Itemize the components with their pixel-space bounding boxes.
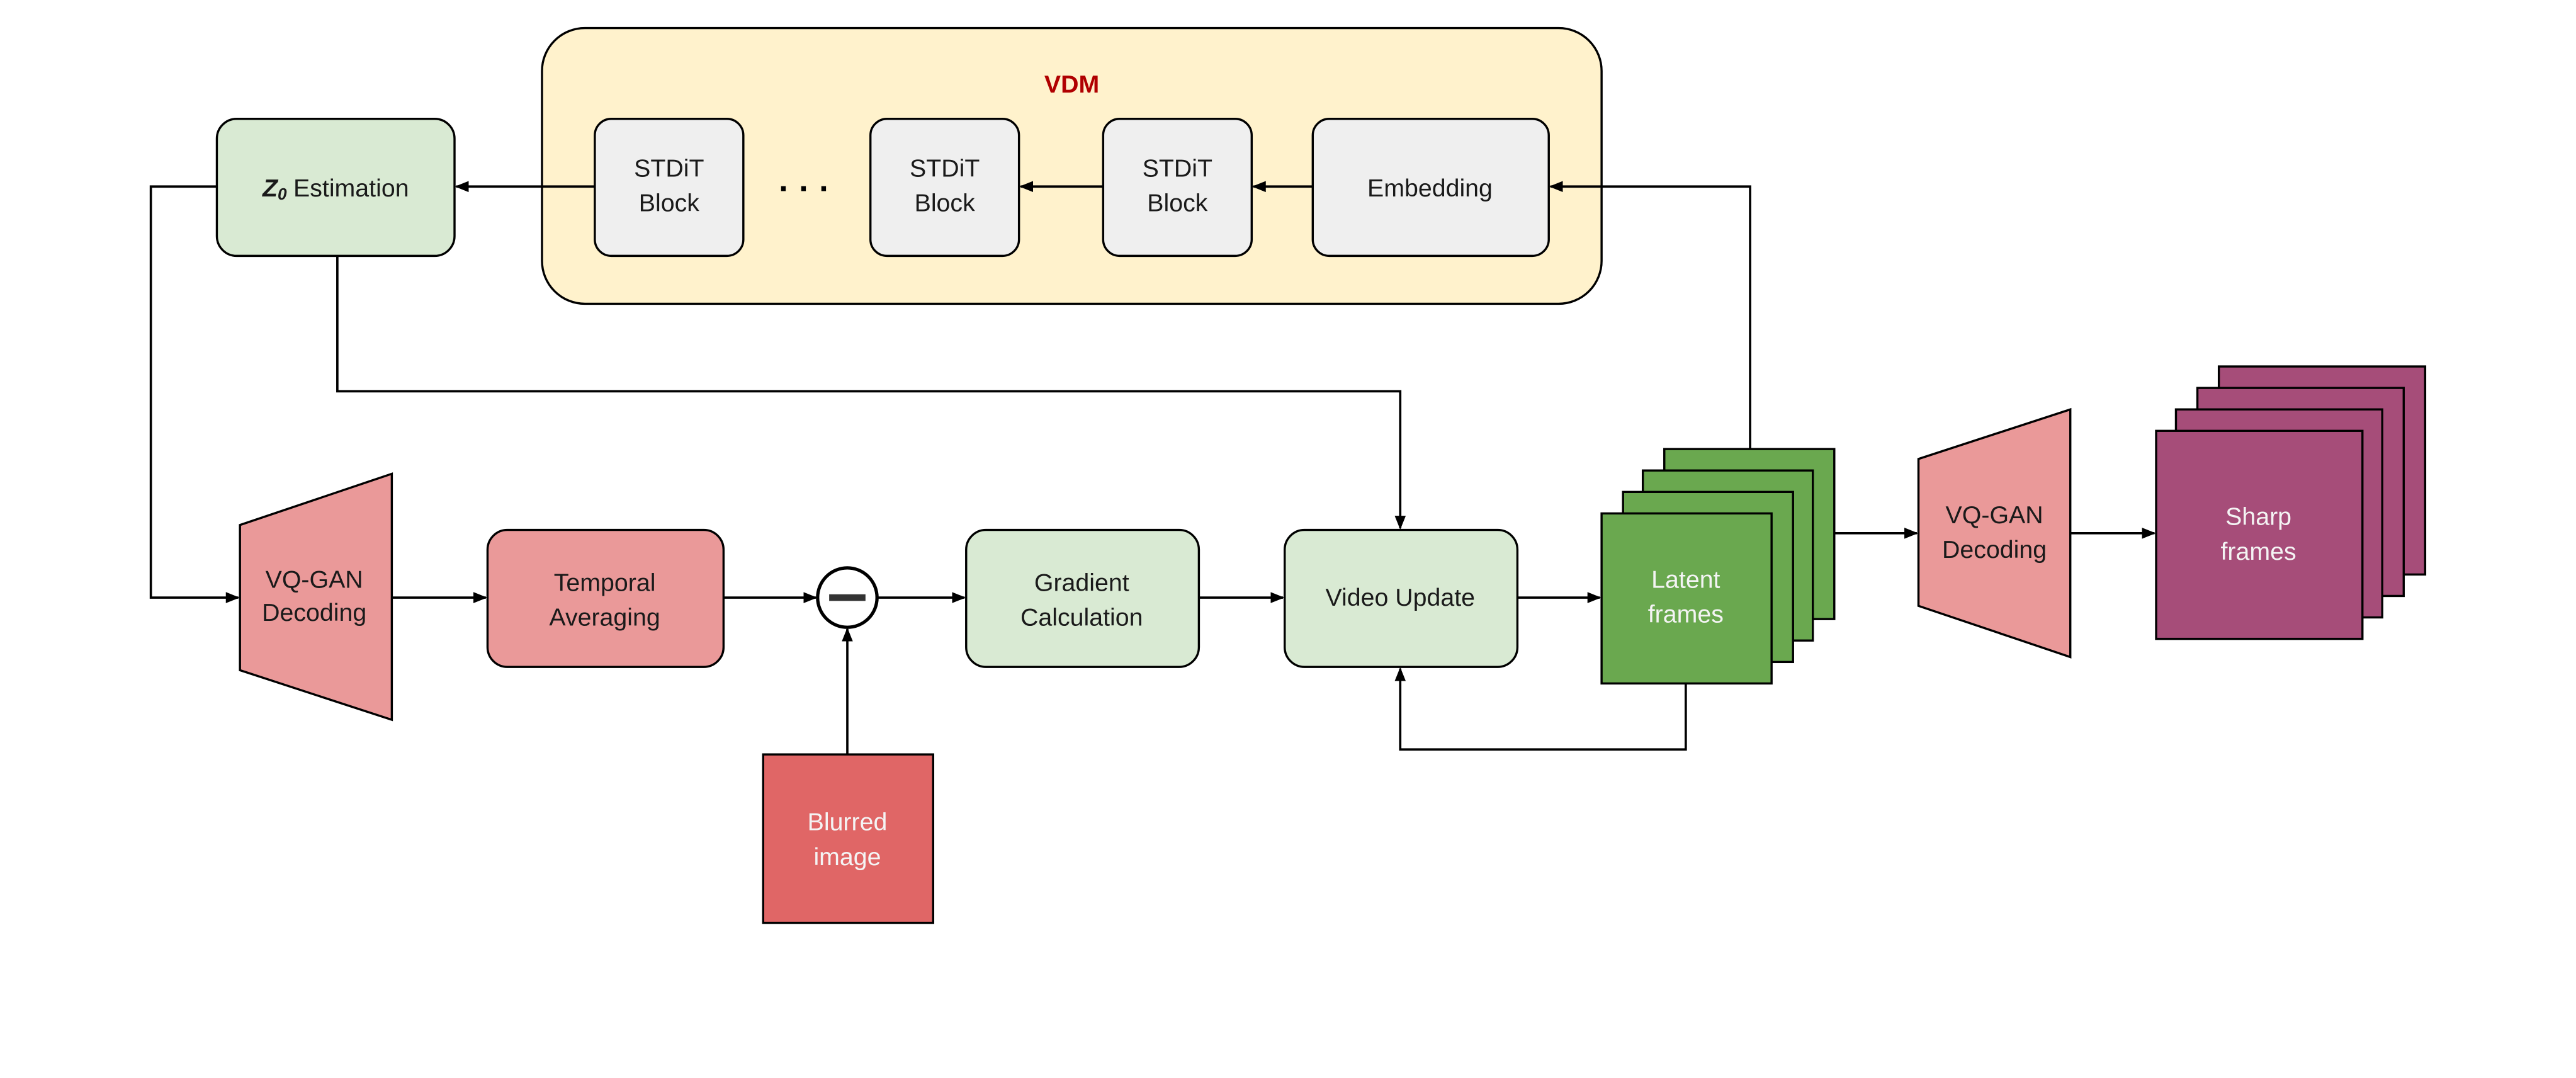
video-update-block[interactable]: Video Update (1284, 528, 1519, 668)
vqgan-left-line2: Decoding (262, 599, 366, 627)
edge-z0-to-video-update (336, 256, 1406, 530)
vqgan-left-line1: VQ-GAN (266, 565, 363, 593)
subtract-node (816, 566, 879, 629)
vqgan-right-line2: Decoding (1942, 536, 2047, 564)
vqgan-decoding-left[interactable]: VQ-GAN Decoding (239, 472, 393, 722)
sharp-frames-stack[interactable]: Sharp frames (2155, 365, 2427, 640)
ellipsis: · · · (779, 171, 830, 207)
edge-z0-to-vqgan-left (149, 185, 240, 603)
latent-frames-stack[interactable]: Latent frames (1600, 448, 1836, 685)
temporal-line1: Temporal (554, 569, 656, 597)
z0-label: Estimation (293, 174, 409, 202)
stdit-block-1-line2: Block (639, 190, 699, 217)
temporal-line2: Averaging (549, 604, 660, 632)
latent-line1: Latent (1651, 565, 1720, 593)
gradient-line1: Gradient (1034, 569, 1129, 597)
edge-latent-to-video-update-loop (1394, 667, 1687, 751)
vqgan-right-line1: VQ-GAN (1946, 501, 2043, 529)
sharp-line1: Sharp (2225, 503, 2291, 531)
z0-subscript: 0 (278, 184, 287, 203)
stdit-block-2[interactable]: STDiT Block (869, 118, 1020, 258)
sharp-frame-1 (2155, 429, 2364, 640)
sharp-line2: frames (2221, 538, 2296, 565)
stdit-block-1-line1: STDiT (634, 155, 704, 183)
vdm-title: VDM (1044, 71, 1099, 98)
edge-latent-to-embedding (1549, 181, 1751, 450)
stdit-block-2-line2: Block (915, 190, 975, 217)
latent-frame-1 (1600, 512, 1773, 685)
stdit-block-1[interactable]: STDiT Block (594, 118, 745, 258)
stdit-block-2-line1: STDiT (910, 155, 980, 183)
stdit-block-3-line2: Block (1147, 190, 1207, 217)
stdit-block-3[interactable]: STDiT Block (1102, 118, 1253, 258)
blurred-line1: Blurred (808, 808, 888, 836)
blurred-image-block[interactable]: Blurred image (762, 753, 935, 924)
gradient-calculation-block[interactable]: Gradient Calculation (965, 528, 1200, 668)
minus-icon (829, 594, 866, 601)
temporal-averaging-block[interactable]: Temporal Averaging (486, 528, 725, 668)
stdit-block-3-line1: STDiT (1143, 155, 1212, 183)
gradient-line2: Calculation (1020, 604, 1143, 632)
embedding-label: Embedding (1367, 174, 1493, 202)
z0-symbol: Z (262, 174, 279, 202)
vqgan-decoding-right[interactable]: VQ-GAN Decoding (1917, 407, 2072, 659)
video-update-label: Video Update (1326, 584, 1476, 611)
embedding-block[interactable]: Embedding (1311, 118, 1550, 258)
blurred-line2: image (813, 843, 881, 871)
latent-line2: frames (1648, 600, 1724, 628)
z0-estimation-block[interactable]: Z0 Estimation (215, 118, 456, 258)
